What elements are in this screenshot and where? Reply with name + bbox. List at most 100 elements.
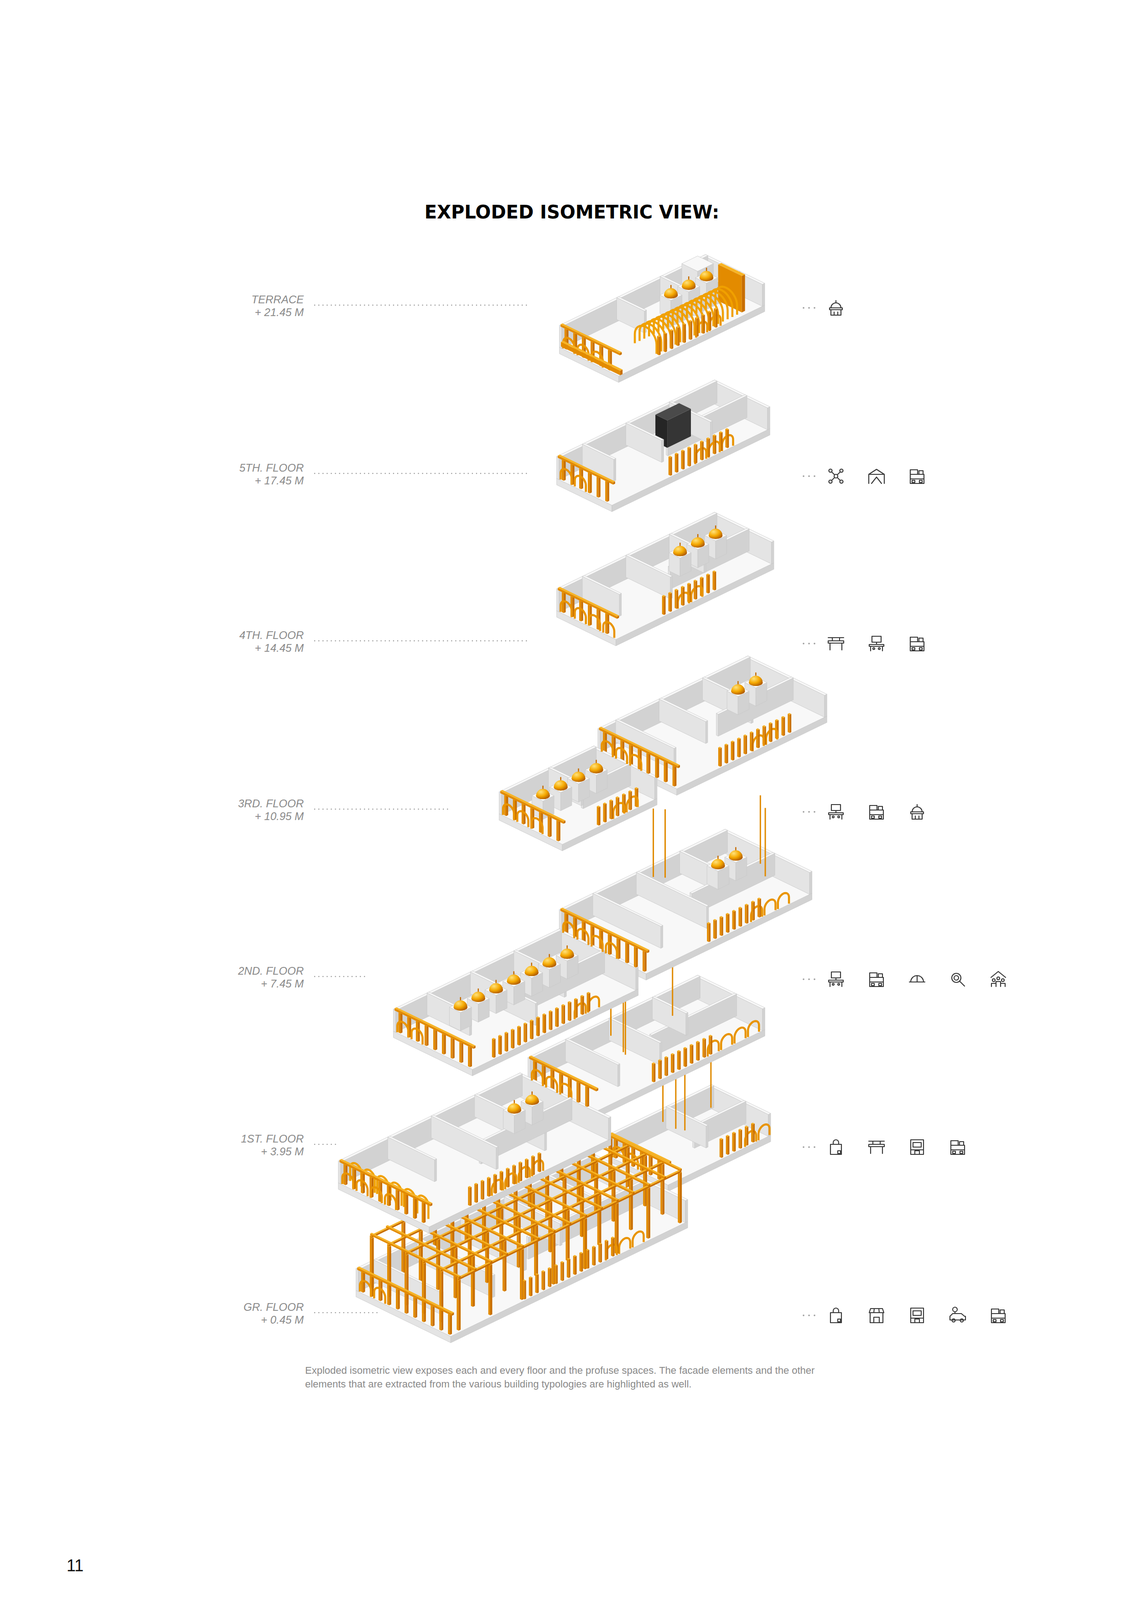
- facade-fin: [704, 1038, 706, 1059]
- facade-fin: [671, 330, 674, 350]
- facade-fin: [693, 443, 698, 446]
- elevation-label: + 7.45 M: [75, 977, 304, 991]
- facade-fin: [531, 1020, 534, 1040]
- wall: [651, 993, 737, 1057]
- facade-beam: [394, 1008, 474, 1049]
- wall: [608, 1018, 660, 1065]
- facade-column: [664, 761, 666, 783]
- facade-fin: [476, 1183, 479, 1204]
- facade-fin: [493, 1038, 496, 1059]
- facade-fin: [586, 992, 589, 1012]
- facade-fin: [657, 335, 661, 338]
- icon-stroke: [954, 1311, 956, 1314]
- icon-stroke: [871, 815, 875, 819]
- function-icon: [828, 971, 844, 987]
- facade-fin: [690, 1044, 692, 1064]
- facade-fin: [775, 719, 779, 722]
- facade-fin: [706, 437, 711, 440]
- facade-beam: [560, 908, 648, 953]
- facade-fin: [609, 799, 613, 802]
- elevation-label: + 10.95 M: [75, 809, 304, 823]
- icon-stroke: [910, 469, 918, 475]
- facade-fin: [734, 910, 737, 930]
- facade-fin: [744, 904, 747, 924]
- arch-element: [531, 818, 543, 835]
- dome-finial: [577, 768, 580, 772]
- facade-fin: [567, 1001, 570, 1022]
- facade-fin: [562, 1261, 565, 1282]
- facade-fin: [524, 1280, 526, 1300]
- function-icon: [910, 804, 924, 820]
- facade-fin: [598, 1242, 602, 1245]
- pergola-post: [630, 1178, 633, 1230]
- icon-stroke: [837, 477, 841, 481]
- facade-fin: [531, 1155, 535, 1157]
- elevation-label: + 0.45 M: [75, 1313, 304, 1327]
- icon-stroke: [831, 477, 835, 481]
- facade-column: [447, 1313, 450, 1335]
- icon-stroke: [872, 1141, 874, 1145]
- facade-fin: [660, 1060, 663, 1080]
- facade-fin: [783, 716, 786, 737]
- icon-stroke: [910, 1317, 924, 1319]
- pergola-post: [488, 1264, 491, 1316]
- floor-plate: [393, 950, 639, 1069]
- facade-fin: [537, 1274, 539, 1294]
- wall: [556, 588, 560, 613]
- facade-beam: [357, 1266, 454, 1314]
- facade-column: [627, 942, 629, 964]
- facade-fin: [549, 1010, 553, 1012]
- facade-fin: [579, 1251, 584, 1254]
- floor-level: [556, 379, 771, 512]
- facade-fin: [506, 1168, 509, 1188]
- facade-fin: [676, 589, 679, 609]
- facade-column: [558, 820, 561, 842]
- facade-fin: [549, 1011, 551, 1031]
- facade-fin: [547, 1267, 550, 1287]
- facade-column: [672, 765, 675, 787]
- wall: [496, 1146, 499, 1170]
- arch-element: [560, 601, 572, 618]
- icon-stroke: [919, 480, 923, 483]
- pergola-post: [597, 1194, 600, 1246]
- facade-beam: [557, 454, 616, 483]
- dome: [536, 788, 550, 800]
- dome-finial: [566, 945, 568, 949]
- icon-stroke: [910, 645, 924, 647]
- icon-stroke: [913, 1310, 922, 1316]
- floor-level: [338, 947, 765, 1234]
- facade-fin: [525, 1023, 528, 1043]
- facade-fin: [611, 800, 614, 820]
- dome-finial: [513, 1099, 515, 1104]
- icon-stroke: [868, 1140, 885, 1142]
- facade-fin: [554, 1264, 558, 1266]
- floor-label: GR. FLOOR: [75, 1300, 304, 1314]
- facade-fin: [591, 1246, 594, 1266]
- facade-fin: [657, 336, 659, 356]
- facade-fin: [720, 747, 722, 767]
- facade-fin: [492, 1037, 496, 1040]
- function-icon: [950, 1140, 965, 1155]
- dotted-leader: [808, 978, 810, 981]
- icon-stroke: [878, 815, 882, 819]
- facade-fin: [744, 903, 749, 906]
- facade-fin: [738, 906, 742, 909]
- service-core: [655, 403, 691, 421]
- facade-fin: [531, 1156, 534, 1176]
- dotted-leader: [314, 640, 531, 642]
- wall: [705, 720, 708, 744]
- facade-fin: [715, 308, 718, 328]
- function-icon: [909, 975, 925, 982]
- facade-fin: [518, 1162, 521, 1182]
- facade-fin: [568, 1258, 571, 1278]
- facade-fin: [530, 1277, 533, 1297]
- pergola-post: [567, 1209, 570, 1261]
- facade-fin: [504, 1032, 507, 1052]
- icon-stroke: [1001, 978, 1005, 982]
- facade-fin: [702, 1037, 706, 1040]
- facade-fin: [756, 728, 760, 731]
- facade-fin: [666, 1057, 669, 1077]
- dotted-leader: [813, 306, 816, 309]
- facade-fin: [566, 1258, 569, 1278]
- facade-fin: [561, 1004, 564, 1024]
